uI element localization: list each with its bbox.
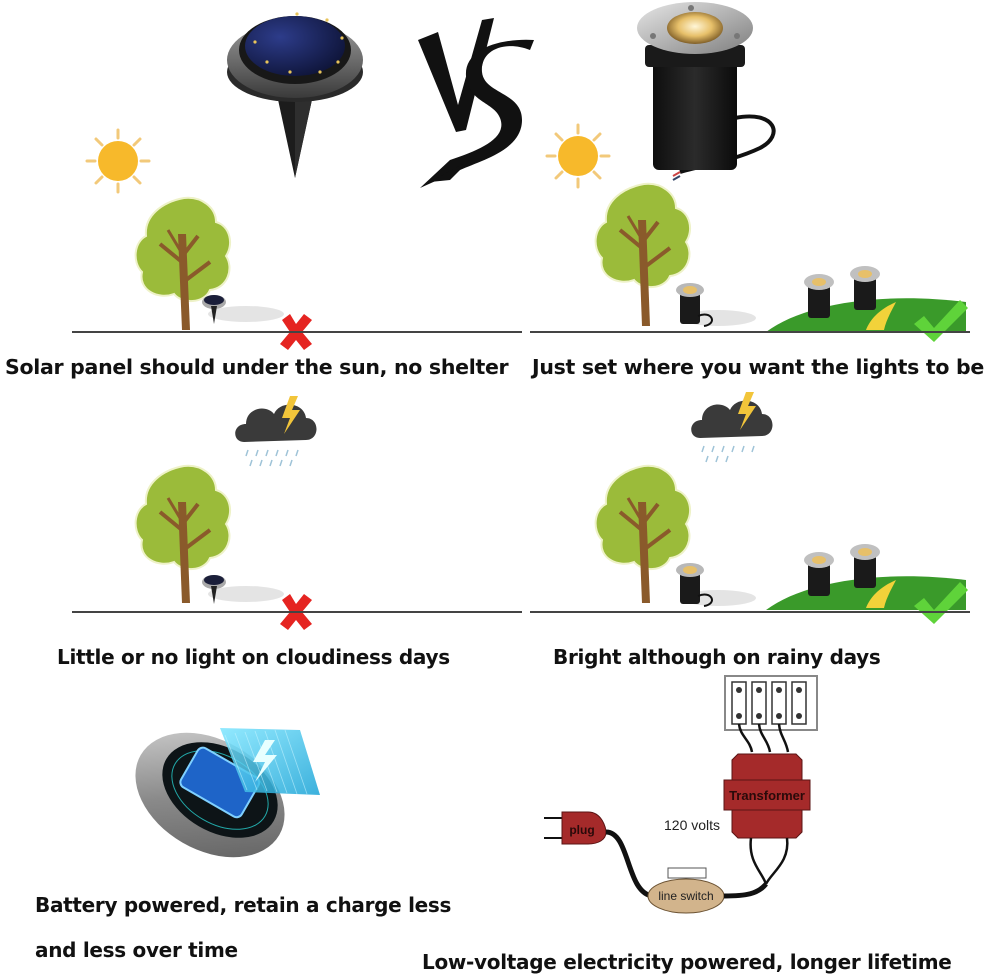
caption-battery-line1: Battery powered, retain a charge less xyxy=(35,893,452,917)
wiring-diagram: Transformer 120 volts plug line switch xyxy=(540,672,830,917)
battery-solar-disk-image xyxy=(125,700,335,870)
plug-shape: plug xyxy=(544,811,607,845)
check-mark-icon xyxy=(910,296,970,346)
caption-low-voltage: Low-voltage electricity powered, longer … xyxy=(422,950,952,974)
small-inground-light xyxy=(668,560,758,610)
tree-illustration xyxy=(132,460,236,605)
check-mark-icon xyxy=(910,578,970,628)
caption-battery-line2: and less over time xyxy=(35,938,238,962)
ground-line xyxy=(530,331,970,333)
solar-ground-light-image xyxy=(215,0,375,180)
caption-cloudy-days: Little or no light on cloudiness days xyxy=(57,645,450,669)
caption-rainy-days: Bright although on rainy days xyxy=(553,645,881,669)
switch-label: line switch xyxy=(658,889,713,903)
plug-label: plug xyxy=(569,823,594,837)
small-solar-light-in-shade xyxy=(196,572,286,612)
small-inground-light xyxy=(668,280,758,330)
small-solar-light-in-shade xyxy=(196,292,286,332)
storm-cloud-icon xyxy=(688,386,778,466)
storm-cloud-icon xyxy=(232,390,322,470)
ground-line xyxy=(530,611,970,613)
tree-illustration xyxy=(132,192,236,332)
sun-icon xyxy=(85,128,151,194)
ground-line xyxy=(72,331,522,333)
terminal-block xyxy=(724,675,818,731)
lawn-with-lights xyxy=(766,540,986,615)
caption-set-anywhere: Just set where you want the lights to be xyxy=(532,355,984,379)
tree-illustration xyxy=(592,178,696,328)
tree-illustration xyxy=(592,460,696,605)
low-voltage-inground-light-image xyxy=(625,0,795,185)
transformer-label: Transformer xyxy=(729,788,805,803)
ground-line xyxy=(72,611,522,613)
voltage-label: 120 volts xyxy=(664,817,720,833)
sun-icon xyxy=(545,123,611,189)
vs-brush-text xyxy=(410,10,540,190)
caption-solar-sun: Solar panel should under the sun, no she… xyxy=(5,355,509,379)
